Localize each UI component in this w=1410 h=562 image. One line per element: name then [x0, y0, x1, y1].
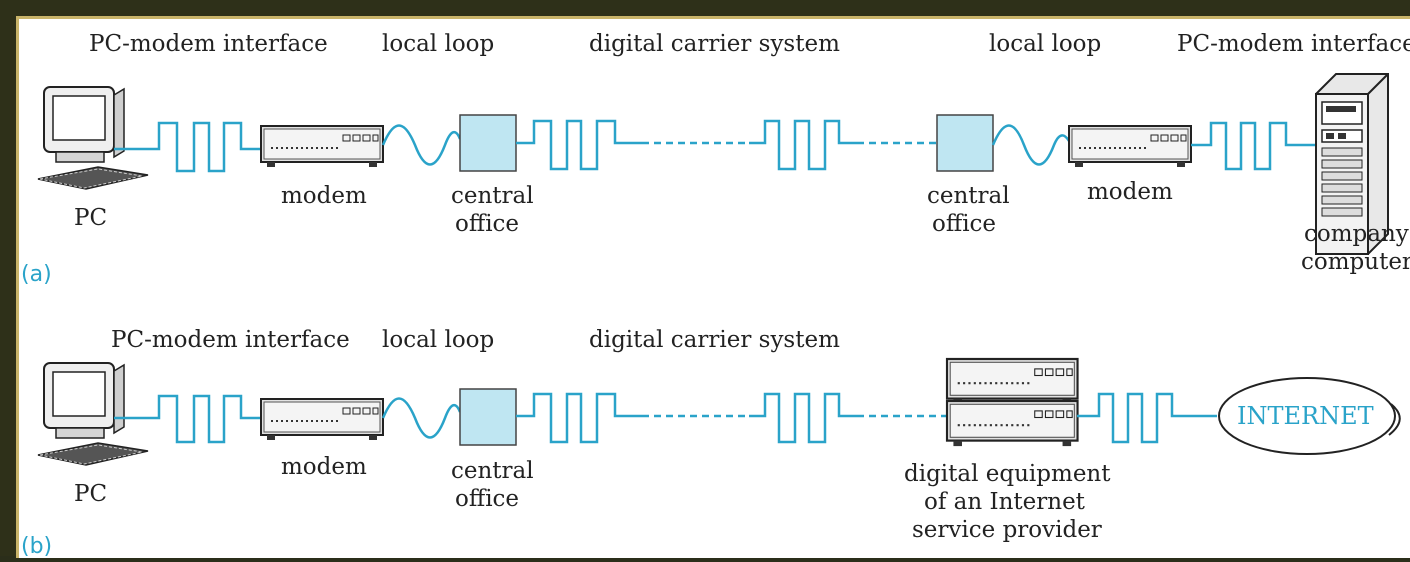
analog-signal-b1 [381, 397, 462, 439]
digital-signal-a1 [114, 121, 261, 173]
label-isp-line2: of an Internet [924, 489, 1086, 515]
label-central-b: central [451, 458, 534, 484]
panel-tag-b: (b) [21, 534, 52, 558]
central-office-icon [936, 114, 994, 172]
diagram-canvas: PC-modem interface local loop digital ca… [16, 16, 1410, 559]
digital-signal-a2 [516, 119, 642, 171]
panel-a: PC-modem interface local loop digital ca… [21, 31, 1410, 287]
internet-cloud-icon: INTERNET [1218, 377, 1401, 455]
label-central-a-right: central [927, 183, 1010, 209]
panel-b: PC-modem interface local loop digital ca… [21, 327, 1401, 559]
label-pc-a: PC [74, 205, 107, 231]
digital-signal-b4 [1077, 392, 1217, 444]
label-modem-a-right: modem [1087, 179, 1173, 205]
modem-icon [260, 125, 384, 168]
label-pc-modem-interface-a-left: PC-modem interface [89, 31, 328, 57]
label-local-loop-a-right: local loop [989, 31, 1101, 57]
label-modem-b: modem [281, 454, 367, 480]
pc-icon [37, 86, 149, 190]
label-computer: computer [1301, 249, 1410, 275]
digital-signal-a3 [749, 119, 857, 171]
panel-tag-a: (a) [21, 262, 52, 287]
digital-signal-b1 [114, 394, 261, 444]
pc-icon [37, 362, 149, 466]
isp-equipment-icon [945, 357, 1079, 448]
label-pc-modem-interface-b: PC-modem interface [111, 327, 350, 353]
label-modem-a-left: modem [281, 183, 367, 209]
diagram-svg: PC-modem interface local loop digital ca… [21, 31, 1410, 559]
analog-signal-a1 [381, 124, 462, 166]
digital-signal-b3 [749, 392, 857, 444]
label-internet: INTERNET [1237, 402, 1374, 430]
digital-signal-b2 [516, 392, 642, 444]
modem-icon [1068, 125, 1192, 168]
label-office-a-left: office [455, 211, 519, 237]
analog-signal-a2 [991, 124, 1071, 166]
label-isp-line3: service provider [912, 517, 1102, 543]
central-office-icon [459, 114, 517, 172]
label-digital-carrier-a: digital carrier system [589, 31, 840, 57]
digital-signal-a4 [1191, 121, 1315, 171]
label-office-b: office [455, 486, 519, 512]
label-company: company [1304, 221, 1409, 247]
modem-icon [260, 398, 384, 441]
label-local-loop-b: local loop [382, 327, 494, 353]
label-isp-line1: digital equipment [904, 461, 1111, 487]
label-office-a-right: office [932, 211, 996, 237]
label-digital-carrier-b: digital carrier system [589, 327, 840, 353]
label-local-loop-a-left: local loop [382, 31, 494, 57]
label-pc-b: PC [74, 481, 107, 507]
central-office-icon [459, 388, 517, 446]
label-central-a-left: central [451, 183, 534, 209]
label-pc-modem-interface-a-right: PC-modem interface [1177, 31, 1410, 57]
